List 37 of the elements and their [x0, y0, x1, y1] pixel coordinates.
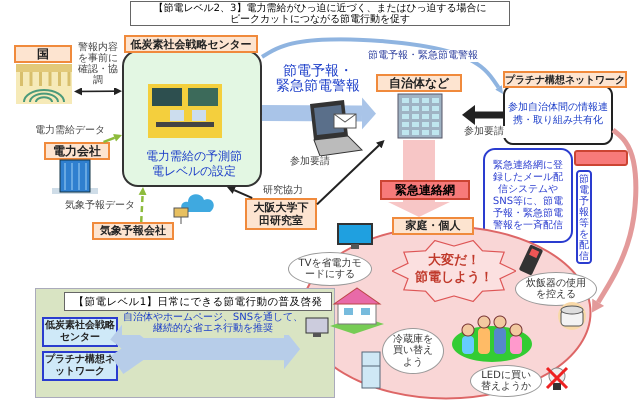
exclamation-text: 大変だ！節電しよう！: [414, 253, 494, 287]
edge-label: 参加要請: [288, 156, 332, 168]
arrow: [74, 87, 122, 96]
panel-heading: 【節電レベル1】日常にできる節電行動の普及啓発: [64, 292, 332, 311]
edge-label: 節電予報・緊急節電警報: [366, 50, 480, 62]
arrow: [462, 104, 504, 125]
edge-label: 研究協力: [262, 185, 304, 197]
edge-label: 警報内容を事前に確認・協調: [76, 42, 120, 88]
network-label: 緊急連絡網: [380, 180, 470, 200]
arrow: [316, 140, 385, 206]
heading-box: 【節電レベル2、3】電力需給がひっ迫に近づく、またはひっ迫する場合にピークカットにつながる節電行動を促す: [130, 1, 510, 26]
panel-text: 電力需給の予測節電レベルの設定: [145, 149, 243, 179]
arrow: [103, 134, 122, 144]
arrow: [260, 37, 503, 94]
org-label: 気象予報会社: [92, 222, 174, 240]
arrow: [227, 186, 253, 199]
arrow: [592, 128, 638, 312]
panel-text: 参加自治体間の情報連携・取り組み共有化: [508, 101, 608, 127]
thought-bubble: TVを省電力モードにする: [288, 252, 372, 286]
connector: [402, 140, 435, 180]
org-label: 家庭・個人: [392, 217, 474, 235]
org-label: 大阪大学下田研究室: [245, 198, 317, 230]
edge-label: 参加要請: [462, 126, 506, 138]
edge-label: 電力需給データ: [34, 125, 106, 137]
panel-heading: プラチナ構想ネットワーク: [503, 71, 627, 88]
org-label: 自治体など: [376, 74, 462, 92]
blank-tag: [574, 150, 628, 166]
arrow: [138, 187, 147, 222]
panel-heading: 低炭素社会戦略センター: [124, 35, 258, 53]
speech-bubble: 緊急連絡網に登録したメール配信システムやSNS等に、節電予報・緊急節電警報を一斉配信: [483, 148, 573, 243]
org-label: 電力会社: [44, 142, 110, 160]
vertical-note: 節電予報等を配信: [576, 170, 592, 264]
org-label: 国: [14, 45, 72, 63]
arrow: [388, 200, 450, 217]
edge-label: 気象予報データ: [64, 200, 136, 212]
edge-label: 節電予報・緊急節電警報: [275, 64, 361, 96]
org-box: 低炭素社会戦略センター: [42, 317, 118, 347]
